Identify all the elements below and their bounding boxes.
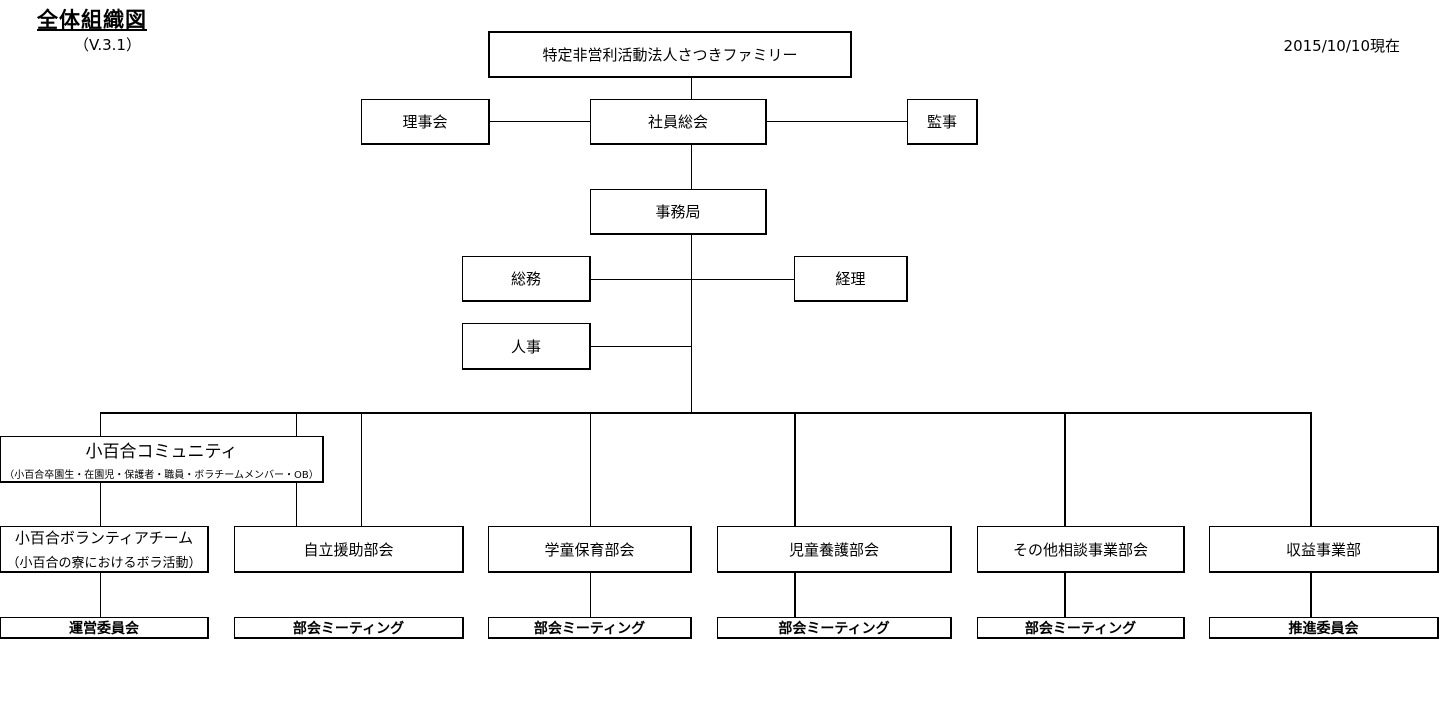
department-label: 自立援助部会 — [303, 540, 394, 559]
sub-unit-meeting: 部会ミーティング — [234, 617, 464, 639]
board-node: 理事会 — [361, 99, 490, 145]
sub-unit-label: 部会ミーティング — [292, 620, 405, 637]
sub-unit-label: 推進委員会 — [1288, 620, 1359, 637]
connector-line — [100, 412, 1312, 414]
general-affairs-node: 総務 — [462, 256, 591, 302]
connector-line — [590, 279, 795, 280]
department-other-consultation: その他相談事業部会 — [977, 526, 1185, 573]
sub-unit-label: 運営委員会 — [69, 620, 139, 637]
sub-unit-steering-committee: 運営委員会 — [0, 617, 209, 639]
connector-line — [794, 572, 796, 617]
connector-line — [766, 121, 908, 122]
connector-line — [100, 572, 101, 617]
connector-line — [1310, 572, 1312, 617]
as-of-date: 2015/10/10現在 — [1283, 37, 1400, 55]
general-meeting-node: 社員総会 — [590, 99, 767, 145]
department-label: 学童保育部会 — [544, 540, 635, 559]
connector-line — [691, 234, 692, 413]
chart-title: 全体組織図 — [37, 8, 147, 32]
connector-line — [100, 482, 101, 526]
accounting-label: 経理 — [835, 270, 866, 288]
department-label: 収益事業部 — [1285, 540, 1361, 559]
connector-line — [590, 346, 691, 347]
sub-unit-label: 部会ミーティング — [778, 620, 890, 637]
connector-line — [100, 413, 101, 436]
secretariat-node: 事務局 — [590, 189, 767, 235]
connector-line — [361, 413, 362, 526]
hr-label: 人事 — [510, 337, 541, 356]
board-label: 理事会 — [402, 113, 448, 131]
sub-unit-label: 部会ミーティング — [1024, 620, 1137, 637]
department-after-school: 学童保育部会 — [488, 526, 692, 573]
general-affairs-label: 総務 — [510, 270, 541, 288]
general-meeting-label: 社員総会 — [647, 113, 708, 131]
org-node: 特定非営利活動法人さつきファミリー — [488, 31, 852, 78]
connector-line — [590, 572, 591, 617]
sub-unit-meeting: 部会ミーティング — [717, 617, 952, 639]
department-label: その他相談事業部会 — [1012, 540, 1148, 559]
connector-line — [691, 144, 692, 189]
department-label: 児童養護部会 — [788, 540, 879, 559]
org-label: 特定非営利活動法人さつきファミリー — [542, 46, 798, 64]
connector-line — [1064, 413, 1066, 526]
accounting-node: 経理 — [794, 256, 908, 302]
connector-line — [1064, 572, 1066, 617]
version-label: （V.3.1） — [74, 36, 141, 54]
volunteer-team-label: 小百合ボランティアチーム — [14, 529, 194, 547]
sub-unit-label: 部会ミーティング — [533, 620, 646, 637]
hr-node: 人事 — [462, 323, 591, 370]
connector-line — [1310, 413, 1312, 526]
auditor-node: 監事 — [907, 99, 978, 145]
auditor-label: 監事 — [926, 113, 957, 131]
sub-unit-meeting: 部会ミーティング — [977, 617, 1185, 639]
secretariat-label: 事務局 — [655, 203, 701, 221]
sub-unit-meeting: 部会ミーティング — [488, 617, 692, 639]
community-node: 小百合コミュニティ （小百合卒園生・在園児・保護者・職員・ボラチームメンバー・O… — [0, 436, 324, 483]
department-child-care: 児童養護部会 — [717, 526, 952, 573]
department-revenue: 収益事業部 — [1209, 526, 1439, 573]
connector-line — [590, 413, 591, 526]
community-label: 小百合コミュニティ — [85, 442, 238, 462]
connector-line — [489, 121, 591, 122]
connector-line — [794, 413, 796, 526]
department-self-reliance: 自立援助部会 — [234, 526, 464, 573]
community-note: （小百合卒園生・在園児・保護者・職員・ボラチームメンバー・OB） — [4, 470, 319, 481]
sub-unit-promotion-committee: 推進委員会 — [1209, 617, 1439, 639]
connector-line — [296, 413, 297, 436]
connector-line — [296, 482, 297, 526]
volunteer-team-node: 小百合ボランティアチーム （小百合の寮におけるボラ活動） — [0, 526, 209, 573]
volunteer-team-note: （小百合の寮におけるボラ活動） — [6, 556, 202, 571]
connector-line — [691, 77, 692, 100]
